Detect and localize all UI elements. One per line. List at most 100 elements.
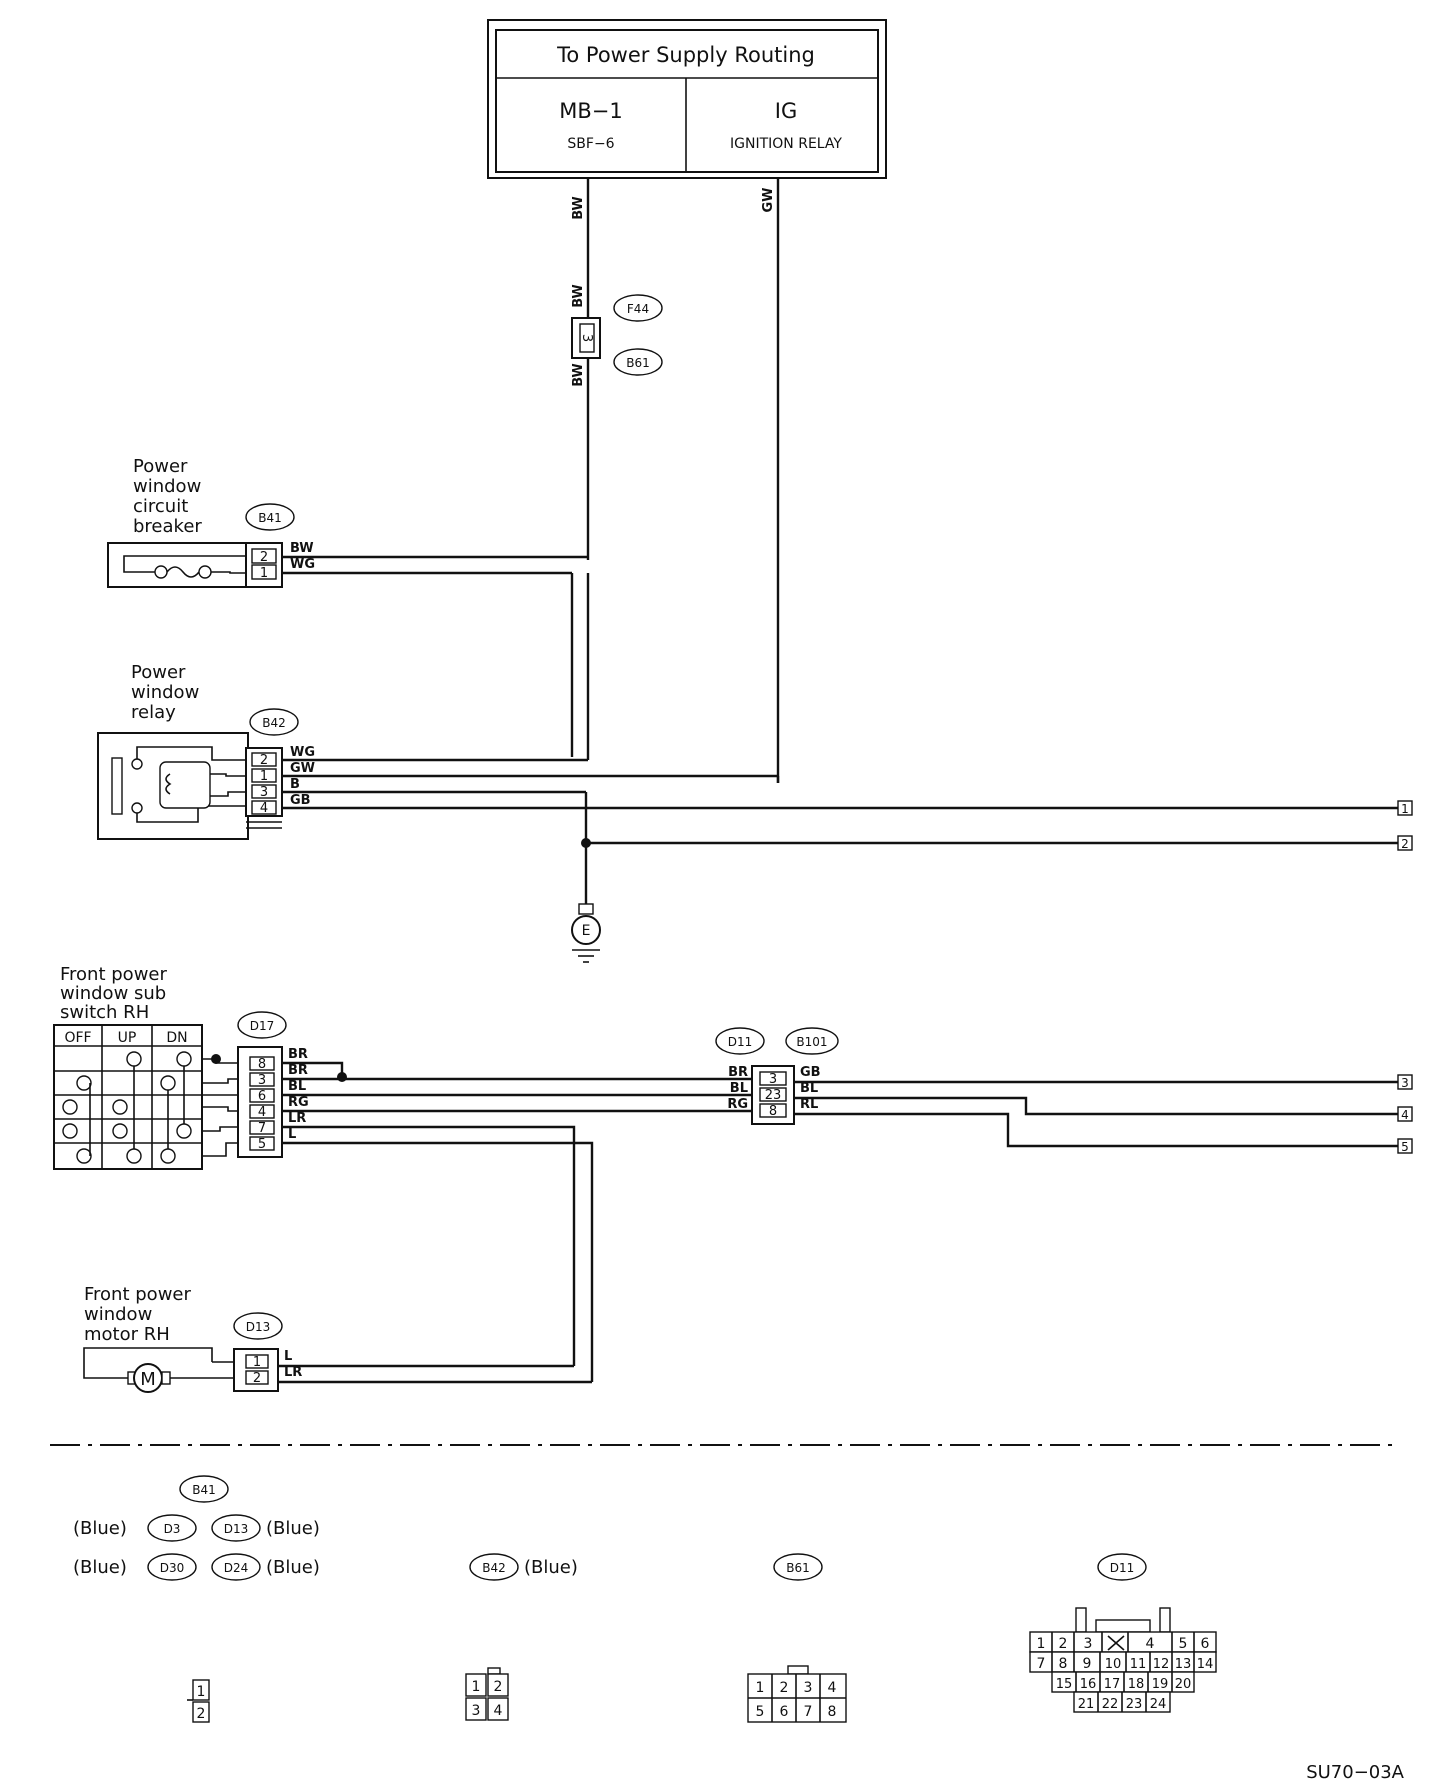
face24-pin-14: 14 bbox=[1197, 1657, 1214, 1672]
b41-label: B41 bbox=[258, 511, 282, 525]
terminal-1: 1 bbox=[1397, 800, 1413, 816]
face8-pin-5: 5 bbox=[756, 1704, 765, 1720]
relay-name-line-3: relay bbox=[131, 702, 176, 723]
motor-name-line-2: window bbox=[84, 1304, 152, 1325]
b101-bubble bbox=[785, 1027, 839, 1055]
face24-pin-21: 21 bbox=[1078, 1697, 1095, 1712]
wire-label-d13-l: L bbox=[284, 1349, 292, 1364]
wire-label-b42-gw: GW bbox=[290, 761, 315, 776]
d17-bubble bbox=[237, 1011, 287, 1039]
b41-bubble bbox=[245, 503, 295, 531]
face24-pin-4: 4 bbox=[1146, 1636, 1155, 1652]
wire-label-b101-gb: GB bbox=[800, 1065, 821, 1080]
d17-pin-3: 3 bbox=[258, 1073, 266, 1088]
terminal-1-label: 1 bbox=[1401, 802, 1409, 816]
legend-blue-d24: (Blue) bbox=[266, 1557, 320, 1578]
wire-label-d17-bl: BL bbox=[288, 1079, 306, 1094]
sbf6-label: SBF−6 bbox=[567, 136, 614, 152]
face24-pin-19: 19 bbox=[1152, 1677, 1169, 1692]
d13-pin-2: 2 bbox=[253, 1371, 261, 1386]
legend-b61-label: B61 bbox=[786, 1561, 810, 1575]
wire-label-d17-br-2: BR bbox=[288, 1063, 308, 1078]
face24-pin-11: 11 bbox=[1130, 1657, 1147, 1672]
sub-switch-name-line-2: window sub bbox=[60, 983, 166, 1004]
legend-group-b41: B41 (Blue) D3 D13 (Blue) (Blue) D30 D24 … bbox=[73, 1475, 320, 1723]
legend-b41-label: B41 bbox=[192, 1483, 216, 1497]
f44-bubble bbox=[613, 294, 663, 322]
face8-pin-2: 2 bbox=[780, 1680, 789, 1696]
face24-pin-3: 3 bbox=[1084, 1636, 1093, 1652]
wire-label-d17-l: L bbox=[288, 1127, 296, 1142]
breaker-name-line-3: circuit bbox=[133, 496, 188, 517]
ground-e-symbol bbox=[571, 915, 601, 945]
wire-label-bw-2: BW bbox=[571, 284, 586, 308]
face24-pin-13: 13 bbox=[1175, 1657, 1192, 1672]
b42-pin-1: 1 bbox=[260, 769, 268, 784]
d17-label: D17 bbox=[250, 1019, 275, 1033]
legend-d3-label: D3 bbox=[164, 1522, 181, 1536]
breaker-terminal-b bbox=[198, 565, 212, 579]
relay-name-line-2: window bbox=[131, 682, 199, 703]
face4-pin-2: 2 bbox=[494, 1679, 503, 1695]
d13-pin-1: 1 bbox=[253, 1355, 261, 1370]
wire-label-d17-lr: LR bbox=[288, 1111, 306, 1126]
terminal-2: 2 bbox=[1397, 835, 1413, 851]
terminal-4-label: 4 bbox=[1401, 1108, 1409, 1122]
legend-d11-label: D11 bbox=[1110, 1561, 1135, 1575]
power-supply-title: To Power Supply Routing bbox=[556, 43, 815, 67]
b42-pin-4: 4 bbox=[260, 801, 268, 816]
ig-label: IG bbox=[775, 99, 797, 123]
d13-bubble bbox=[233, 1312, 283, 1340]
motor-name-line-1: Front power bbox=[84, 1284, 191, 1305]
f44-b61-pin: 3 bbox=[579, 334, 594, 342]
face24-pin-23: 23 bbox=[1126, 1697, 1143, 1712]
relay-name-line-1: Power bbox=[131, 662, 186, 683]
b41-pin-1: 1 bbox=[260, 566, 268, 581]
face24-pin-12: 12 bbox=[1153, 1657, 1170, 1672]
breaker-body bbox=[107, 542, 251, 588]
b61-bubble bbox=[613, 348, 663, 376]
terminal-5: 5 bbox=[1397, 1138, 1413, 1154]
front-sub-switch-rh: Front power window sub switch RH OFF UP … bbox=[53, 964, 756, 1382]
legend-b42-label: B42 bbox=[482, 1561, 506, 1575]
d17-pin-6: 6 bbox=[258, 1089, 266, 1104]
legend-blue-d3: (Blue) bbox=[73, 1518, 127, 1539]
svg-text:M: M bbox=[140, 1369, 156, 1390]
b42-pin-2: 2 bbox=[260, 753, 268, 768]
face24-pin-10: 10 bbox=[1105, 1657, 1122, 1672]
face24-pin-8: 8 bbox=[1059, 1656, 1068, 1672]
legend-blue-b42: (Blue) bbox=[524, 1557, 578, 1578]
face24-pin-17: 17 bbox=[1104, 1677, 1121, 1692]
legend-d13-label: D13 bbox=[224, 1522, 249, 1536]
legend-blue-d30: (Blue) bbox=[73, 1557, 127, 1578]
face4-pin-1: 1 bbox=[472, 1679, 481, 1695]
relay-coil-box bbox=[159, 761, 211, 809]
circuit-breaker: Power window circuit breaker B41 2 1 BW … bbox=[107, 456, 588, 757]
face4-pin-3: 3 bbox=[472, 1703, 481, 1719]
d11-bubble bbox=[715, 1027, 765, 1055]
ignition-relay-label: IGNITION RELAY bbox=[730, 136, 842, 152]
d11-label: D11 bbox=[728, 1035, 753, 1049]
d17-pin-8: 8 bbox=[258, 1057, 266, 1072]
power-supply-box: To Power Supply Routing MB−1 SBF−6 IG IG… bbox=[487, 19, 887, 179]
switch-header-up: UP bbox=[118, 1030, 137, 1046]
ground-branch: E bbox=[571, 792, 1398, 963]
gw-feed-wire: GW bbox=[761, 178, 780, 783]
face24-pin-20: 20 bbox=[1175, 1677, 1192, 1692]
face24-pin-7: 7 bbox=[1037, 1656, 1046, 1672]
face8-pin-1: 1 bbox=[756, 1680, 765, 1696]
wire-label-b101-bl: BL bbox=[800, 1081, 818, 1096]
face24-pin-6: 6 bbox=[1201, 1636, 1210, 1652]
d17-pin-5: 5 bbox=[258, 1137, 266, 1152]
d11-pin-23: 23 bbox=[765, 1088, 782, 1103]
sub-switch-name-line-3: switch RH bbox=[60, 1002, 149, 1023]
motor-name-line-3: motor RH bbox=[84, 1324, 170, 1345]
wire-label-gw-feed: GW bbox=[761, 187, 776, 212]
face24-pin-18: 18 bbox=[1128, 1677, 1145, 1692]
wire-label-b41-wg: WG bbox=[290, 557, 315, 572]
d11-pin-3: 3 bbox=[769, 1072, 777, 1087]
wire-label-d11-rg: RG bbox=[727, 1097, 748, 1112]
wire-label-b42-wg: WG bbox=[290, 745, 315, 760]
d17-pin-7: 7 bbox=[258, 1121, 266, 1136]
